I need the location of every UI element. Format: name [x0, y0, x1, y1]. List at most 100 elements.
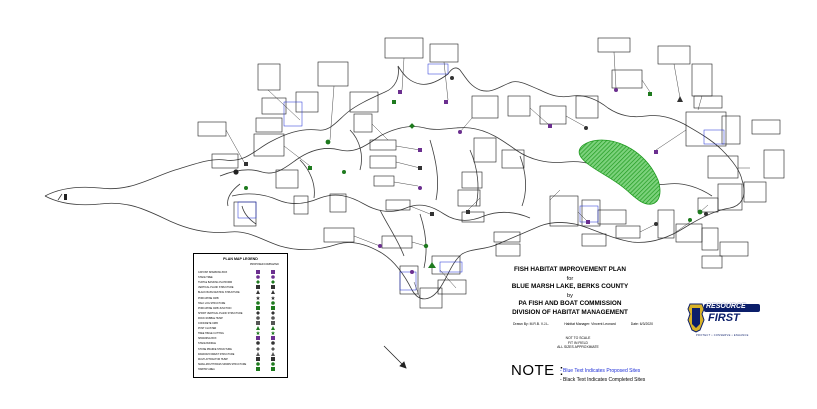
legend-row: STAKE BUNDLE: [198, 341, 284, 347]
legend-symbol-proposed-icon: [256, 346, 260, 351]
legend-row: STONE PRAIRIE STRUCTURE: [198, 346, 284, 353]
legend-symbol-completed-icon: [271, 366, 275, 371]
keystone-shield-icon: [687, 303, 760, 333]
plan-location: BLUE MARSH LAKE, BERKS COUNTY: [511, 283, 629, 291]
resource-first-logo: RESOURCE FIRST PROTECT • CONSERVE • ENHA…: [686, 300, 764, 342]
legend-row-label: STAKE BUNDLE: [198, 342, 217, 346]
plan-title-block: FISH HABITAT IMPROVEMENT PLAN for BLUE M…: [470, 266, 670, 318]
legend-symbol-completed-icon: [271, 346, 275, 351]
logo-line2: FIRST: [708, 312, 740, 324]
legend-row-label: CONCRETE CRIB: [198, 322, 218, 325]
legend-row: ROCK RUBBLE HUMP: [198, 316, 284, 322]
legend-row-label: SPAWNING BOX: [198, 337, 217, 341]
legend-row-label: MULTI-ATTRACTOR HUMP: [198, 357, 228, 361]
legend-symbol-completed-icon: [271, 336, 275, 341]
legend-symbol-proposed-icon: [256, 356, 260, 361]
legend-row-label: ROCK RUBBLE HUMP: [198, 316, 223, 320]
legend-symbol-proposed-icon: [256, 275, 260, 279]
plan-title-by: by: [567, 292, 573, 299]
habitat-manager: Habitat Manager: Vincent Leonard: [564, 322, 616, 326]
legend-symbol-proposed-icon: [256, 316, 260, 320]
legend-row-label: HABITAT AREA: [198, 367, 215, 371]
note-completed: - Black Text Indicates Completed Sites: [560, 377, 646, 383]
legend-symbol-completed-icon: [271, 300, 275, 305]
legend-row-label: TREE HINGE CUTTING: [198, 332, 224, 336]
legend-title: PLAN MAP LEGEND: [223, 257, 258, 261]
legend-symbol-proposed-icon: [256, 280, 260, 285]
plan-agency: PA FISH AND BOAT COMMISSION: [518, 300, 622, 308]
legend-symbol-proposed-icon: [256, 361, 260, 366]
legend-symbol-completed-icon: [271, 356, 275, 361]
scale-note: ALL SIZES APPROXIMATE: [557, 345, 599, 350]
legend-row-label: POST CLUSTER: [198, 327, 217, 331]
legend-symbol-completed-icon: [271, 275, 275, 279]
plan-date: Date: 6/3/2020: [630, 322, 653, 326]
legend-row: TREE HINGE CUTTING: [198, 331, 284, 337]
legend-row-label: CATFISH SPAWNING BOX: [198, 271, 228, 274]
logo-line1: RESOURCE: [706, 303, 746, 310]
legend-row: TURTLE BASKING PLATFORM: [198, 280, 284, 286]
legend-row: SHORT VERTICAL PLANK STRUCTURE: [198, 310, 284, 317]
site-markers: [64, 76, 708, 274]
legend-symbol-completed-icon: [271, 331, 275, 336]
plan-meta-row: Drawn By: M.R.B. V.J.L. Habitat Manager:…: [513, 322, 723, 326]
note-label: NOTE :: [511, 362, 565, 379]
legend-row: BLACK BASS NESTING STRUCTURE: [198, 290, 284, 296]
legend-symbol-proposed-icon: [256, 310, 260, 315]
legend-symbol-completed-icon: [271, 361, 275, 366]
north-arrow-icon: [383, 345, 407, 369]
legend-symbol-proposed-icon: [256, 300, 260, 305]
legend-row-label: STAKE TREE: [198, 276, 213, 280]
legend-row: CATFISH SPAWNING BOX: [198, 270, 284, 276]
legend-col-proposed: PROPOSED: [250, 263, 264, 266]
legend-row-label: BLACK BASS NESTING STRUCTURE: [198, 291, 240, 295]
legend-symbol-proposed-icon: [256, 295, 260, 300]
legend-symbol-completed-icon: [271, 321, 275, 325]
legend-row-label: VERTICAL PLANK STRUCTURE: [198, 286, 234, 290]
legend-row-label: PORCUPINE CRIB: [198, 296, 219, 300]
plan-title: FISH HABITAT IMPROVEMENT PLAN: [514, 266, 626, 273]
legend-symbol-completed-icon: [271, 341, 275, 346]
legend-row-label: SMALLMOUTH BASS SPAWN STRUCTURE: [198, 362, 247, 366]
note-lines: - Blue Text Indicates Proposed Sites - B…: [560, 367, 645, 385]
logo-tagline: PROTECT • CONSERVE • ENHANCE: [696, 334, 749, 337]
legend-symbol-proposed-icon: [256, 321, 260, 325]
legend-symbol-completed-icon: [271, 351, 275, 356]
legend-symbol-completed-icon: [271, 290, 275, 295]
plan-division: DIVISION OF HABITAT MANAGEMENT: [512, 308, 628, 316]
legend-symbol-proposed-icon: [256, 331, 260, 336]
legend-row: SMALLMOUTH BASS SPAWN STRUCTURE: [198, 361, 284, 368]
legend-symbol-completed-icon: [271, 316, 275, 320]
legend-row: HABITAT AREA: [198, 366, 284, 373]
leader-lines: [225, 51, 750, 299]
legend-symbol-completed-icon: [271, 305, 275, 310]
legend-symbol-completed-icon: [271, 310, 275, 315]
legend-symbol-proposed-icon: [256, 341, 260, 346]
legend-symbol-completed-icon: [271, 295, 275, 300]
legend-row: STAKE TREE: [198, 275, 284, 281]
legend-row-label: SHORT VERTICAL PLANK STRUCTURE: [198, 311, 243, 315]
legend-symbol-completed-icon: [271, 280, 275, 285]
legend-row-label: STONE PRAIRIE STRUCTURE: [198, 347, 232, 351]
scale-note: FIT IN FIELD: [568, 340, 588, 345]
legend-symbol-proposed-icon: [256, 326, 260, 331]
legend-symbol-proposed-icon: [256, 305, 260, 310]
legend-row: POST CLUSTER: [198, 326, 284, 332]
legend-symbol-proposed-icon: [256, 366, 260, 371]
legend-symbol-proposed-icon: [256, 336, 260, 341]
legend-symbol-completed-icon: [271, 326, 275, 331]
legend-row: SPAWNING BOX: [198, 336, 284, 342]
drawn-by: Drawn By: M.R.B. V.J.L.: [513, 322, 550, 326]
plan-map-legend: PLAN MAP LEGEND PROPOSED COMPLETED CATFI…: [193, 253, 288, 378]
legend-row: HALF LOG STRUCTURE: [198, 300, 284, 307]
scale-note: NOT TO SCALE: [565, 336, 591, 340]
habitat-area: [578, 139, 661, 205]
legend-col-completed: COMPLETED: [264, 263, 279, 266]
legend-symbol-proposed-icon: [256, 285, 260, 290]
legend-row-label: PORCUPINE CRIB JUNCTION: [198, 306, 232, 310]
legend-row: MULTI-ATTRACTOR HUMP: [198, 356, 284, 363]
legend-row-label: TURTLE BASKING PLATFORM: [198, 281, 233, 285]
plan-title-for: for: [566, 275, 574, 282]
legend-row: RANDOM FOREST STRUCTURE: [198, 351, 284, 358]
